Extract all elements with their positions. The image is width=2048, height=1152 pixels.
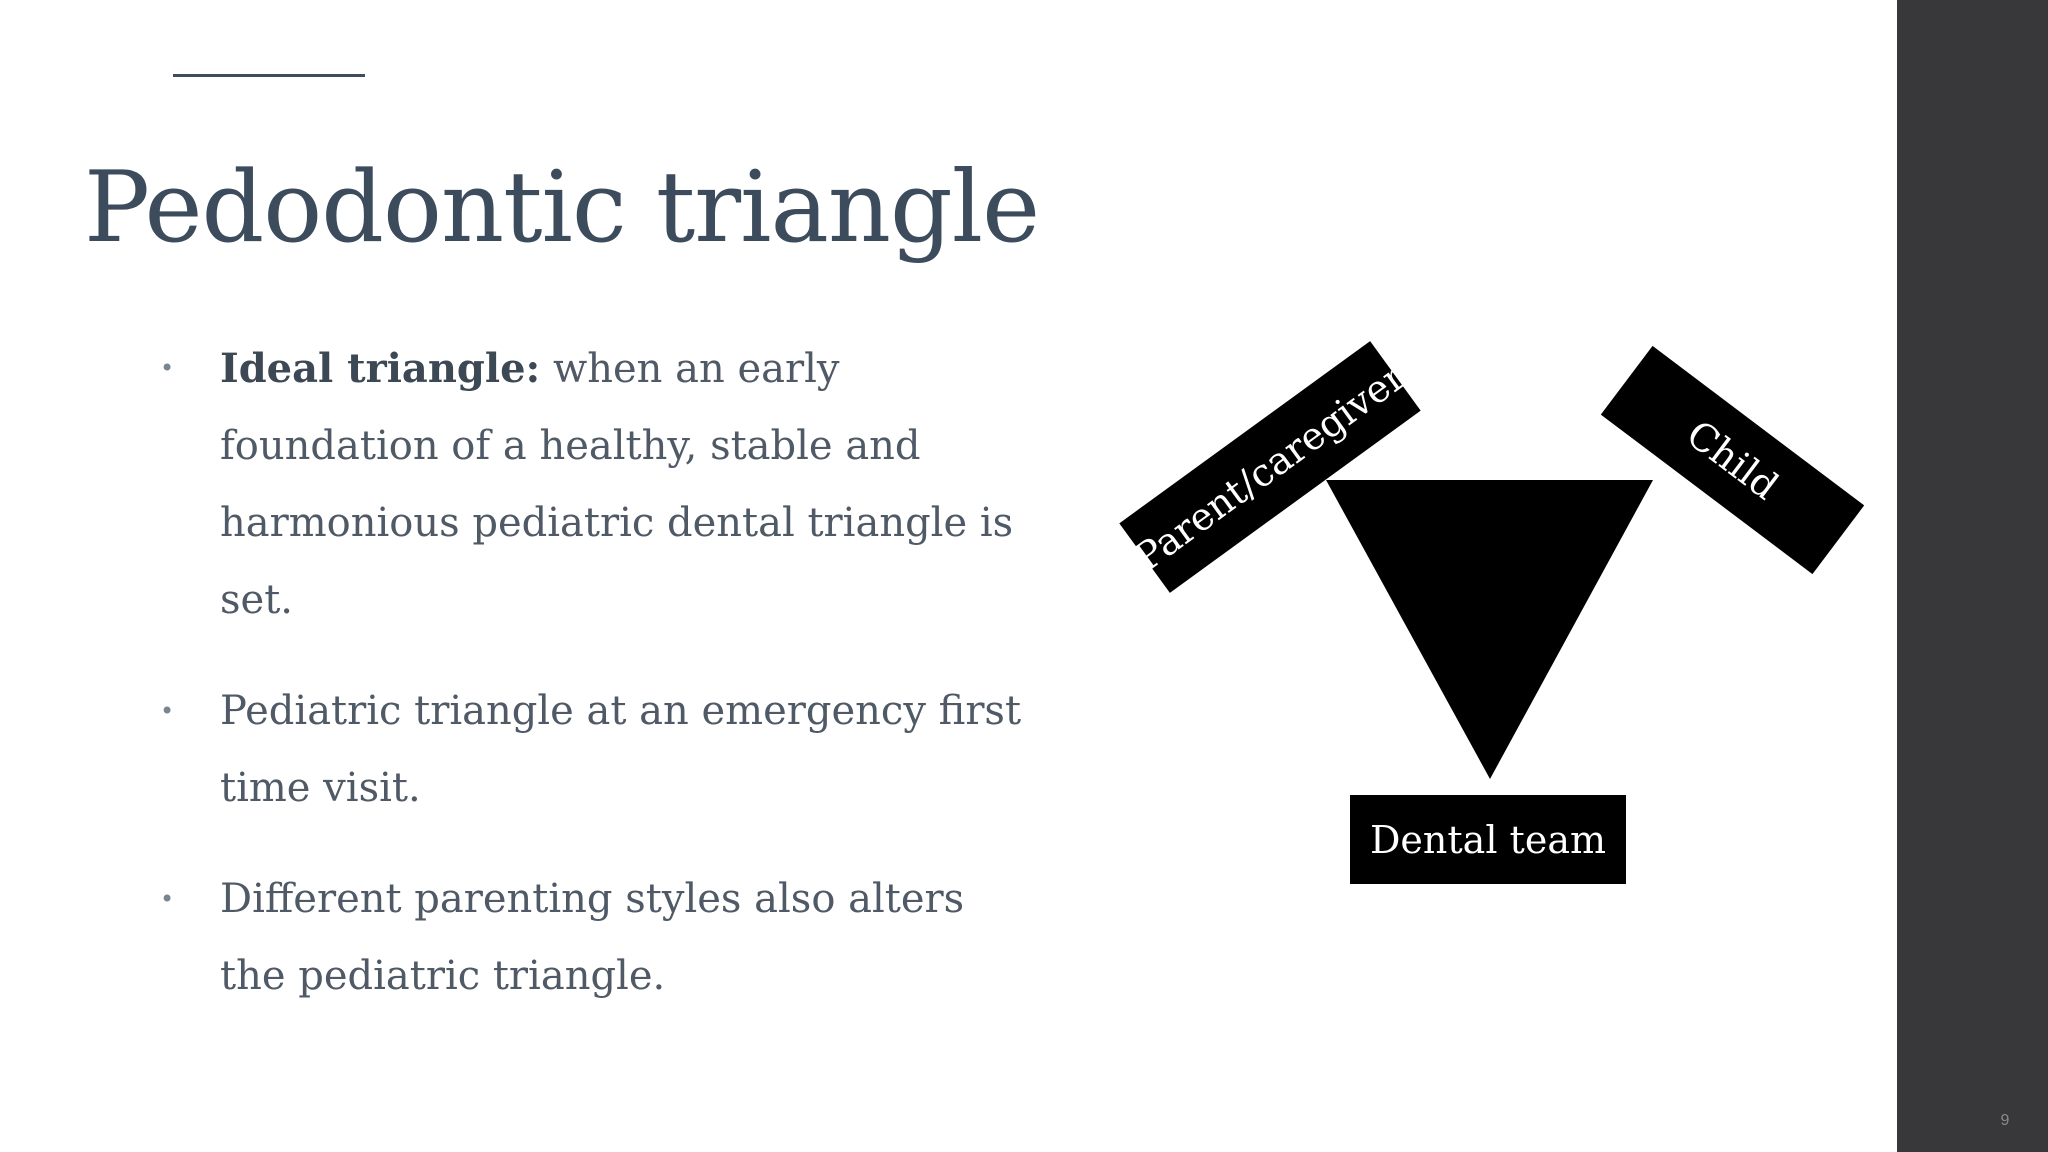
bullet-text: Pediatric triangle at an emergency first… bbox=[220, 688, 1022, 811]
dental-team-label: Dental team bbox=[1350, 795, 1626, 884]
bullet-bold-text: Ideal triangle: bbox=[220, 345, 541, 392]
bullet-list: • Ideal triangle: when an early foundatio… bbox=[160, 330, 1030, 1049]
page-number: 9 bbox=[2000, 1112, 2010, 1129]
bullet-text: Different parenting styles also alters t… bbox=[220, 876, 965, 999]
bullet-text: when an early foundation of a healthy, s… bbox=[220, 346, 1014, 623]
bullet-item: • Different parenting styles also alters … bbox=[160, 861, 1030, 1015]
bullet-item: • Ideal triangle: when an early foundatio… bbox=[160, 330, 1030, 639]
right-sidebar bbox=[1897, 0, 2048, 1152]
bullet-dot-icon: • bbox=[160, 354, 175, 382]
bullet-item: • Pediatric triangle at an emergency firs… bbox=[160, 673, 1030, 827]
title-accent-line bbox=[173, 74, 365, 77]
inverted-triangle-shape bbox=[1326, 480, 1653, 779]
bullet-dot-icon: • bbox=[160, 885, 175, 913]
pedodontic-triangle-diagram: Parent/caregiver Child Dental team bbox=[1080, 280, 1900, 920]
slide-title: Pedodontic triangle bbox=[84, 151, 1040, 265]
bullet-dot-icon: • bbox=[160, 697, 175, 725]
